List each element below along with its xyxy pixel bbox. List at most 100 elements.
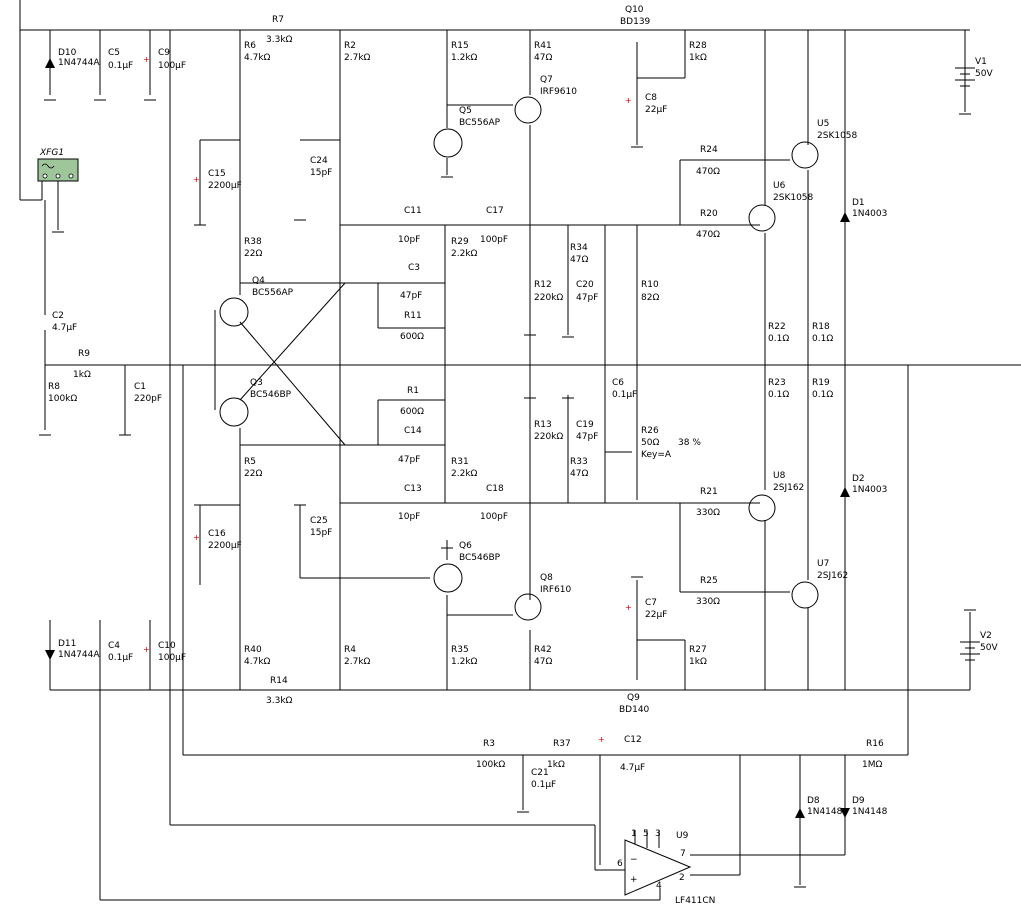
- label-c9-ref: C9: [158, 48, 170, 58]
- label-v1-ref: V1: [975, 57, 987, 67]
- label-c24-ref: C24: [310, 156, 328, 166]
- label-c10-value: 100µF: [158, 653, 186, 663]
- label-c18-ref: C18: [486, 484, 504, 494]
- label-r24-value: 470Ω: [696, 167, 720, 177]
- label-c21-ref: C21: [531, 768, 549, 778]
- opamp-pin-3: 3: [655, 829, 661, 839]
- label-r40-ref: R40: [244, 645, 262, 655]
- label-r34-ref: R34: [570, 243, 588, 253]
- label-q10-value: BD139: [620, 17, 651, 27]
- label-q8-ref: Q8: [540, 573, 553, 583]
- label-d2-ref: D2: [852, 474, 865, 484]
- diode-d8-symbol[interactable]: [795, 808, 805, 818]
- mosfet-u7-symbol[interactable]: [791, 581, 819, 609]
- label-r37-value: 1kΩ: [547, 760, 565, 770]
- label-c3-value: 47pF: [400, 291, 422, 301]
- label-q5-value: BC556AP: [459, 118, 501, 128]
- label-d2-value: 1N4003: [852, 485, 887, 495]
- label-c3-ref: C3: [408, 263, 420, 273]
- label-c14-ref: C14: [404, 426, 422, 436]
- label-c4-value: 0.1µF: [108, 653, 133, 663]
- label-r15-value: 1.2kΩ: [451, 53, 478, 63]
- label-d9-value: 1N4148: [852, 807, 888, 817]
- mosfet-u8-symbol[interactable]: [748, 494, 776, 522]
- label-r5-ref: R5: [244, 457, 256, 467]
- svg-text:+: +: [630, 875, 638, 885]
- transistor-q3-symbol[interactable]: [219, 397, 249, 427]
- label-r28-ref: R28: [689, 41, 707, 51]
- zener-d10-symbol[interactable]: [45, 58, 55, 68]
- label-c18-value: 100pF: [480, 512, 508, 522]
- mosfet-q8-symbol[interactable]: [514, 593, 542, 621]
- label-r5-value: 22Ω: [244, 469, 262, 479]
- label-r16-value: 1MΩ: [862, 760, 882, 770]
- label-r12-ref: R12: [534, 280, 552, 290]
- label-r16-ref: R16: [866, 739, 884, 749]
- sine-wave-icon: [41, 163, 55, 169]
- diode-d1-symbol[interactable]: [840, 212, 850, 222]
- label-r26-ref: R26: [641, 426, 659, 436]
- label-c8-ref: C8: [645, 93, 657, 103]
- label-c17-ref: C17: [486, 206, 504, 216]
- label-d11-value: 1N4744A: [58, 650, 100, 660]
- label-c6-value: 0.1µF: [612, 390, 637, 400]
- label-r22-value: 0.1Ω: [768, 334, 789, 344]
- label-c25-value: 15pF: [310, 528, 332, 538]
- label-c1-value: 220pF: [134, 394, 162, 404]
- label-q7-ref: Q7: [540, 75, 553, 85]
- mosfet-u5-symbol[interactable]: [791, 141, 819, 169]
- label-r8-ref: R8: [48, 382, 60, 392]
- label-r12-value: 220kΩ: [534, 293, 563, 303]
- label-r20-ref: R20: [700, 209, 718, 219]
- mosfet-u6-symbol[interactable]: [748, 204, 776, 232]
- label-r19-ref: R19: [812, 378, 830, 388]
- transistor-q6-symbol[interactable]: [433, 563, 463, 593]
- label-r9-value: 1kΩ: [73, 370, 91, 380]
- label-r28-value: 1kΩ: [689, 53, 707, 63]
- label-c8-value: 22µF: [645, 105, 667, 115]
- label-r25-value: 330Ω: [696, 597, 720, 607]
- label-r14-value: 3.3kΩ: [266, 696, 293, 706]
- transistor-q5-symbol[interactable]: [433, 128, 463, 158]
- transistor-q4-symbol[interactable]: [219, 297, 249, 327]
- label-c7-ref: C7: [645, 598, 657, 608]
- label-r21-ref: R21: [700, 487, 718, 497]
- label-q10-ref: Q10: [625, 5, 644, 15]
- diode-d9-symbol[interactable]: [840, 808, 850, 818]
- label-r14-ref: R14: [270, 676, 288, 686]
- svg-text:+: +: [625, 603, 632, 612]
- label-c13-value: 10pF: [398, 512, 420, 522]
- label-r21-value: 330Ω: [696, 508, 720, 518]
- label-r4-ref: R4: [344, 645, 356, 655]
- opamp-pin-5: 5: [643, 829, 649, 839]
- label-r33-ref: R33: [570, 457, 588, 467]
- label-r1-ref: R1: [407, 386, 419, 396]
- label-r40-value: 4.7kΩ: [244, 657, 271, 667]
- label-q9-value: BD140: [619, 705, 650, 715]
- label-r41-value: 47Ω: [534, 53, 552, 63]
- label-r24-ref: R24: [700, 145, 718, 155]
- label-c12-ref: C12: [624, 735, 642, 745]
- label-d10-ref: D10: [58, 48, 77, 58]
- opamp-u9-symbol[interactable]: [624, 839, 692, 896]
- label-r13-value: 220kΩ: [534, 432, 563, 442]
- label-c6-ref: C6: [612, 378, 624, 388]
- function-generator-xfg1[interactable]: XFG1: [37, 148, 79, 182]
- label-u9-ref: U9: [676, 831, 689, 841]
- label-c5-value: 0.1µF: [108, 61, 133, 71]
- diode-d2-symbol[interactable]: [840, 487, 850, 497]
- zener-d11-symbol[interactable]: [45, 650, 55, 660]
- label-d9-ref: D9: [852, 796, 865, 806]
- label-r7-ref: R7: [272, 15, 284, 25]
- label-q5-ref: Q5: [459, 106, 472, 116]
- label-c13-ref: C13: [404, 484, 422, 494]
- label-q3-ref: Q3: [250, 378, 263, 388]
- label-q9-ref: Q9: [627, 693, 640, 703]
- label-u5-value: 2SK1058: [817, 131, 858, 141]
- label-r13-ref: R13: [534, 420, 552, 430]
- label-u6-value: 2SK1058: [773, 193, 814, 203]
- label-r35-value: 1.2kΩ: [451, 657, 478, 667]
- label-q4-ref: Q4: [252, 276, 265, 286]
- mosfet-q7-symbol[interactable]: [514, 96, 542, 124]
- label-r8-value: 100kΩ: [48, 394, 77, 404]
